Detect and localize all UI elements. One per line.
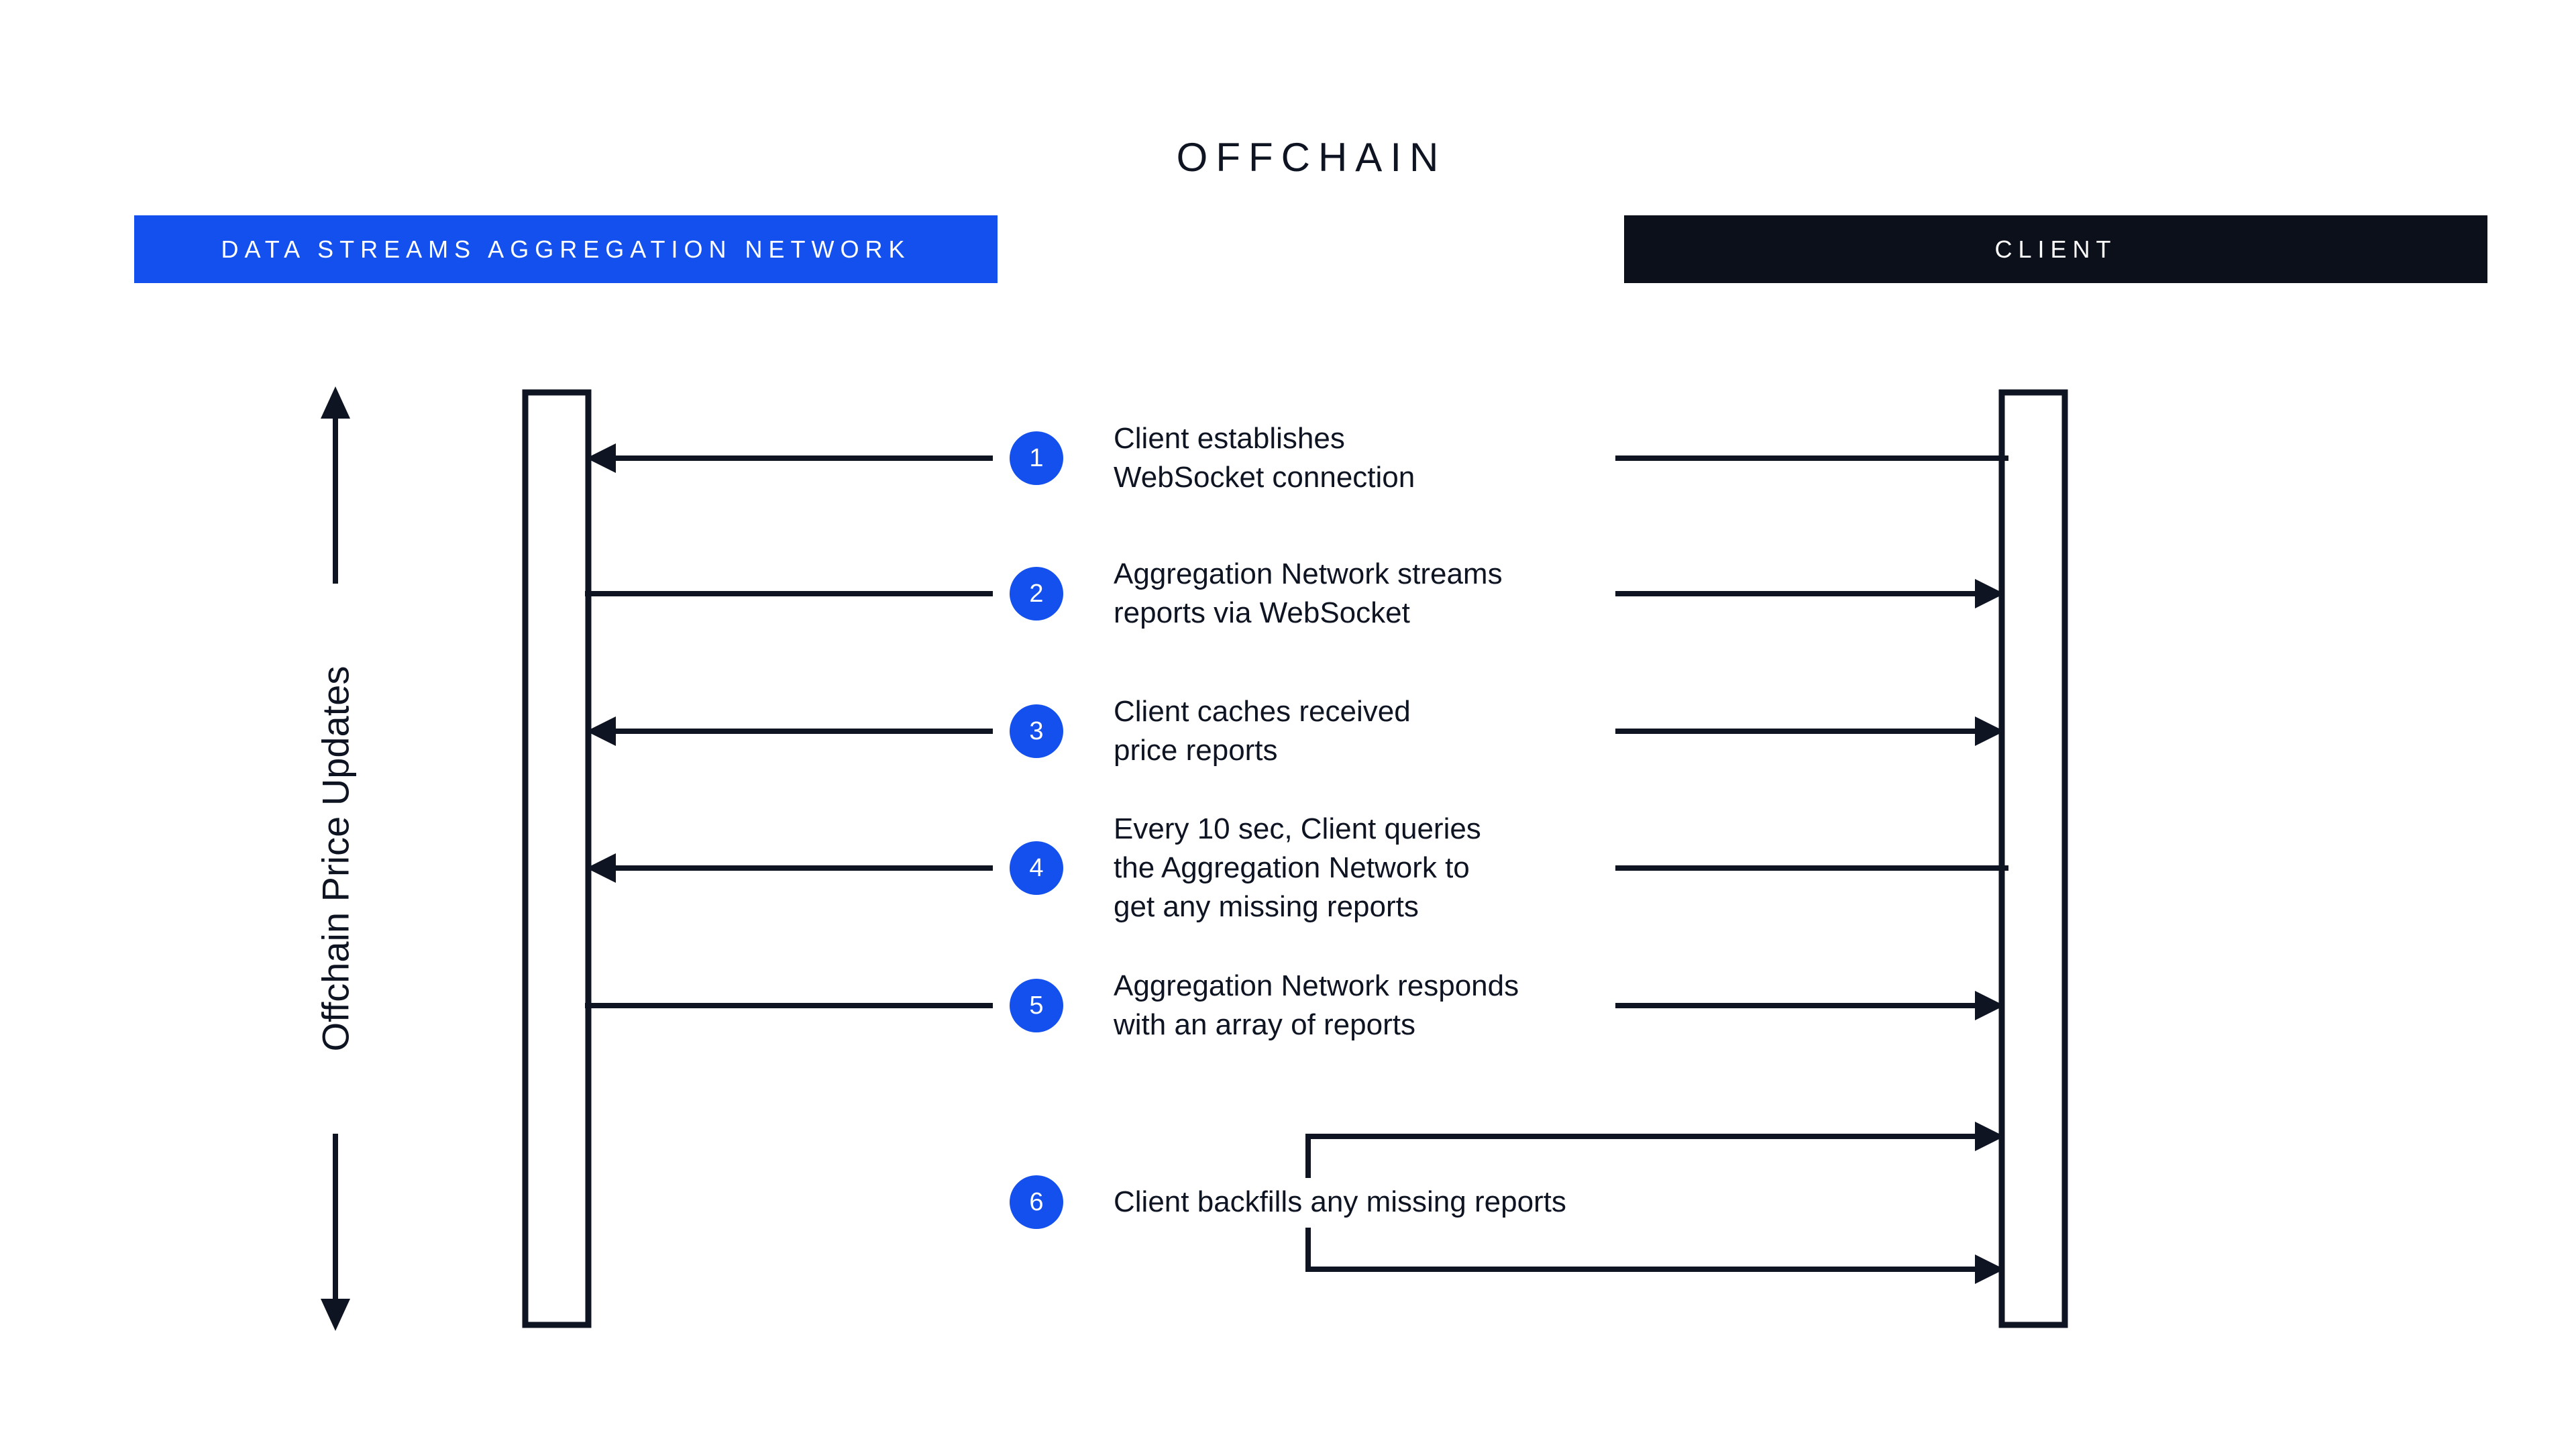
step-1-text: Client establishes WebSocket connection [1114, 419, 1415, 497]
step-2-text-line: Aggregation Network streams [1114, 557, 1503, 590]
step-3-right-arrowhead-icon [1975, 716, 2004, 746]
step-2-right-arrowhead-icon [1975, 579, 2004, 608]
actor-header-client: CLIENT [1624, 215, 2487, 283]
step-5-text-line: Aggregation Network responds [1114, 969, 1519, 1002]
step-3-text-line: price reports [1114, 734, 1278, 767]
step-3-text-line: Client caches received [1114, 695, 1411, 728]
step-2-text-line: reports via WebSocket [1114, 596, 1410, 629]
step-6-loop-top-arrowhead-icon [1975, 1122, 2004, 1151]
step-2-text: Aggregation Network streams reports via … [1114, 555, 1503, 633]
step-4-badge: 4 [1010, 841, 1063, 895]
step-3-left-arrowhead-icon [586, 716, 616, 746]
page-title: OFFCHAIN [1176, 135, 1447, 180]
step-1-left-arrowhead-icon [586, 443, 616, 473]
step-5-badge: 5 [1010, 979, 1063, 1032]
step-6-loop-bottom-arrowhead-icon [1975, 1254, 2004, 1284]
step-4-text-line: the Aggregation Network to [1114, 851, 1470, 884]
step-1-text-line: WebSocket connection [1114, 461, 1415, 494]
step-3-badge: 3 [1010, 704, 1063, 758]
network-lifeline [522, 389, 592, 1328]
step-5-right-arrowhead-icon [1975, 991, 2004, 1020]
step-6-loop-bottom-line [1305, 1228, 1976, 1272]
step-4-text-line: Every 10 sec, Client queries [1114, 812, 1481, 845]
step-6-badge: 6 [1010, 1175, 1063, 1229]
axis-arrow-up-icon [321, 386, 350, 419]
step-6-text-line: Client backfills any missing reports [1114, 1185, 1566, 1218]
step-3-text: Client caches received price reports [1114, 692, 1411, 770]
step-6-loop-top-line [1305, 1134, 1976, 1178]
step-5-text-line: with an array of reports [1114, 1008, 1415, 1041]
step-1-badge: 1 [1010, 431, 1063, 485]
step-4-text: Every 10 sec, Client queries the Aggrega… [1114, 810, 1481, 926]
axis-arrow-down-icon [321, 1299, 350, 1331]
step-4-left-arrowhead-icon [586, 853, 616, 883]
step-5-text: Aggregation Network responds with an arr… [1114, 967, 1519, 1044]
step-2-badge: 2 [1010, 567, 1063, 621]
step-1-text-line: Client establishes [1114, 422, 1345, 455]
actor-header-network: DATA STREAMS AGGREGATION NETWORK [134, 215, 998, 283]
step-6-text: Client backfills any missing reports [1114, 1183, 1566, 1222]
step-4-text-line: get any missing reports [1114, 890, 1419, 923]
client-lifeline [1998, 389, 2068, 1328]
